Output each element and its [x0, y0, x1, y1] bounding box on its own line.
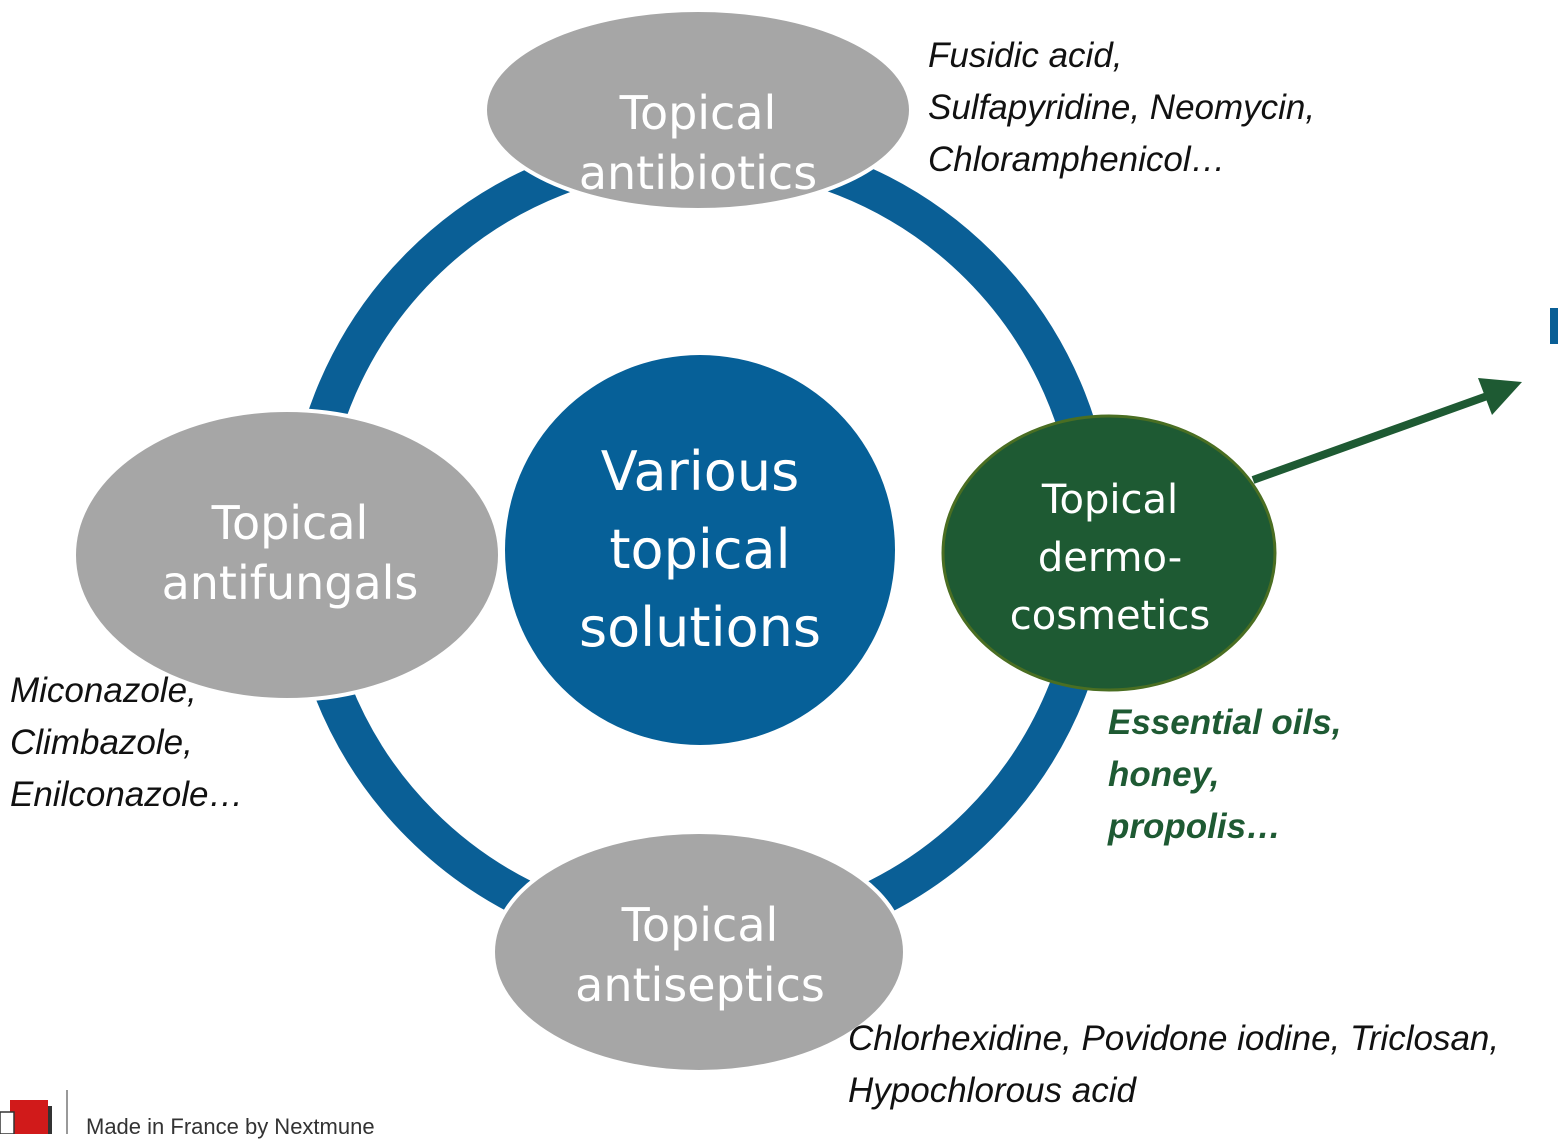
arrow-head	[1478, 378, 1522, 415]
antifungals-example-1: Miconazole,	[10, 671, 197, 710]
dermo-cosmetics-label-line-3: cosmetics	[1009, 593, 1211, 639]
antibiotics-examples: Fusidic acid, Sulfapyridine, Neomycin, C…	[928, 30, 1315, 186]
dermo-cosmetics-arrow	[1251, 391, 1492, 484]
antifungals-label-line-1: Topical	[211, 496, 369, 550]
antiseptics-example-2: Hypochlorous acid	[848, 1071, 1136, 1110]
dermo-cosmetics-example-1: Essential oils,	[1108, 703, 1342, 742]
antibiotics-example-2: Sulfapyridine, Neomycin,	[928, 88, 1316, 127]
antiseptics-label-line-2: antiseptics	[575, 958, 825, 1012]
nextmune-logo-icon	[0, 1090, 68, 1134]
antiseptics-label: Topical antiseptics	[495, 880, 905, 1030]
antibiotics-example-3: Chloramphenicol…	[928, 140, 1226, 179]
antibiotics-label-line-2: antibiotics	[578, 146, 818, 200]
center-label-line-3: solutions	[579, 596, 821, 659]
dermo-cosmetics-label: Topical dermo- cosmetics	[945, 458, 1275, 658]
antifungals-label: Topical antifungals	[80, 478, 500, 628]
dermo-cosmetics-examples: Essential oils, honey, propolis…	[1108, 697, 1341, 853]
antibiotics-label: Topical antibiotics	[488, 68, 908, 218]
dermo-cosmetics-example-2: honey,	[1108, 755, 1220, 794]
antifungals-example-2: Climbazole,	[10, 723, 193, 762]
node-topical-dermo-cosmetics	[941, 414, 1277, 692]
antibiotics-label-line-1: Topical	[619, 86, 777, 140]
node-topical-antiseptics	[491, 830, 907, 1074]
antifungals-label-line-2: antifungals	[161, 556, 419, 610]
center-label-line-1: Various	[600, 440, 800, 503]
dermo-cosmetics-label-line-2: dermo-	[1037, 535, 1183, 581]
antifungals-example-3: Enilconazole…	[10, 775, 244, 814]
antifungals-examples: Miconazole, Climbazole, Enilconazole…	[10, 665, 243, 821]
center-circle	[505, 355, 895, 745]
footer-text: Made in France by Nextmune	[86, 1114, 375, 1139]
antibiotics-example-1: Fusidic acid,	[928, 36, 1123, 75]
node-topical-antifungals	[72, 408, 502, 702]
center-label: Various topical solutions	[500, 430, 900, 670]
edge-mark	[1550, 308, 1558, 344]
antiseptics-example-1: Chlorhexidine, Povidone iodine, Triclosa…	[848, 1019, 1500, 1058]
antiseptics-label-line-1: Topical	[621, 898, 779, 952]
dermo-cosmetics-label-line-1: Topical	[1041, 477, 1179, 523]
node-topical-antibiotics	[483, 8, 913, 212]
antiseptics-examples: Chlorhexidine, Povidone iodine, Triclosa…	[848, 1013, 1499, 1117]
dermo-cosmetics-example-3: propolis…	[1108, 807, 1282, 846]
center-label-line-2: topical	[609, 518, 791, 581]
